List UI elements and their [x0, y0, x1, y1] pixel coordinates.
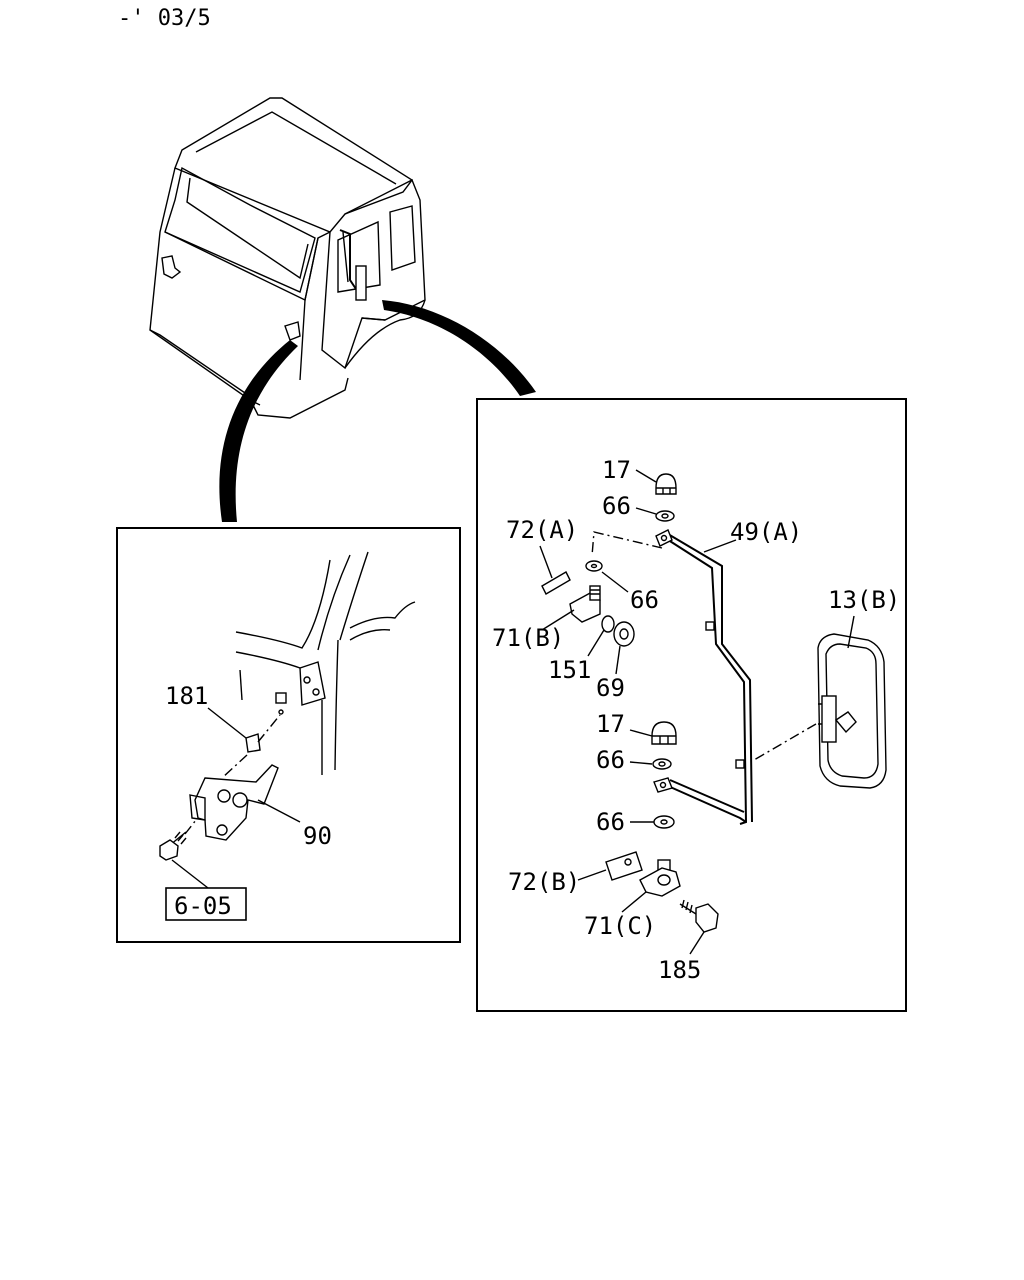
label-ref-6-05[interactable]: 6-05 [174, 892, 232, 920]
label-66-mid: 66 [630, 586, 659, 614]
truck-cab-illustration [149, 97, 426, 419]
label-69: 69 [596, 674, 625, 702]
left-panel-drawing [159, 551, 416, 889]
label-66-bottom: 66 [596, 808, 625, 836]
right-panel-drawing [539, 469, 887, 955]
diagram-code: -' 03/5 [118, 6, 211, 31]
label-49a: 49(A) [730, 518, 802, 546]
reference-box[interactable] [165, 887, 247, 921]
right-detail-panel [476, 398, 907, 1012]
label-72a: 72(A) [506, 516, 578, 544]
left-detail-panel [116, 527, 461, 943]
label-90: 90 [303, 822, 332, 850]
label-181: 181 [165, 682, 208, 710]
label-17-top: 17 [602, 456, 631, 484]
callout-arc-left [219, 340, 298, 522]
label-185: 185 [658, 956, 701, 984]
label-66-top: 66 [602, 492, 631, 520]
label-71c: 71(C) [584, 912, 656, 940]
label-72b: 72(B) [508, 868, 580, 896]
label-151: 151 [548, 656, 591, 684]
callout-arc-right [382, 300, 536, 396]
label-17-low: 17 [596, 710, 625, 738]
label-66-low: 66 [596, 746, 625, 774]
label-71b: 71(B) [492, 624, 564, 652]
label-13b: 13(B) [828, 586, 900, 614]
